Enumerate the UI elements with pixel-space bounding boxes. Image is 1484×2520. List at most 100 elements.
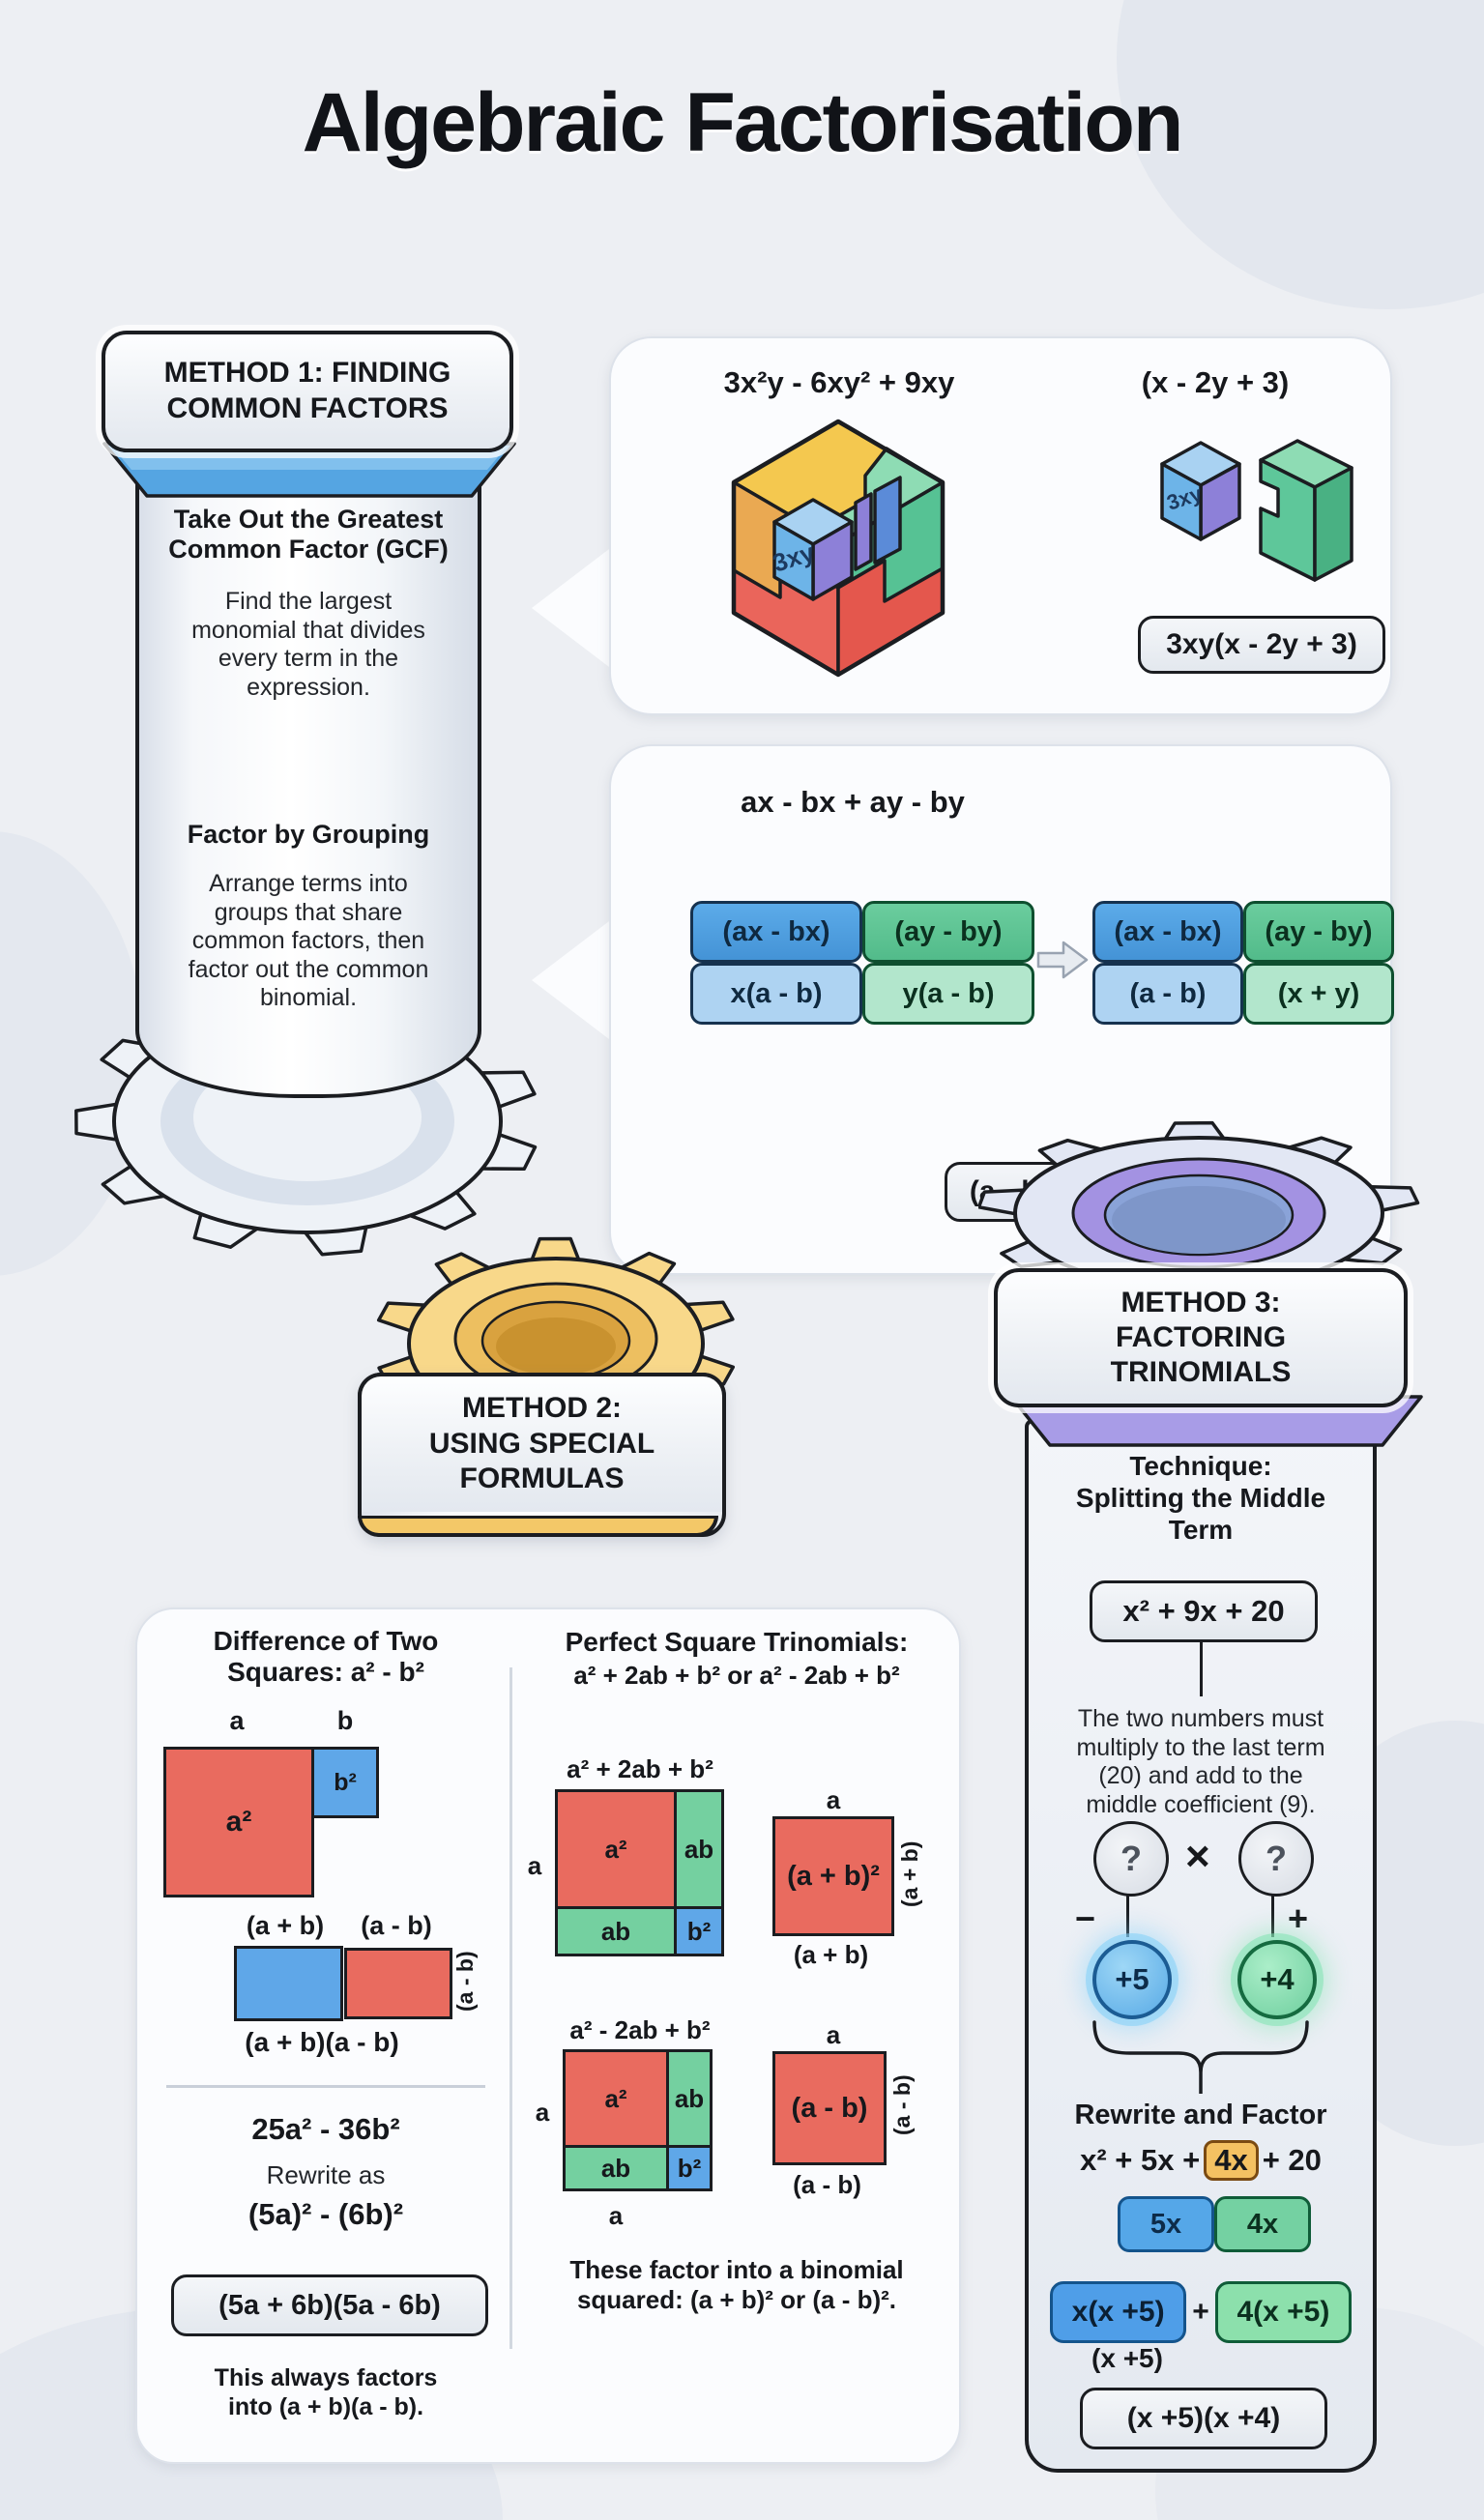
- pst-minus-bottom: (a - b): [793, 2170, 861, 2199]
- unknown-circle: ?: [1093, 1821, 1169, 1897]
- method3-result: (x +5)(x +4): [1080, 2388, 1327, 2449]
- grid-cell-ab: ab: [669, 2052, 710, 2145]
- group-box: (ay - by): [1243, 901, 1394, 963]
- pst-side-a2: a: [535, 2098, 550, 2127]
- grid-cell-ab: ab: [677, 1792, 721, 1906]
- pst-note: These factor into a binomial squared: (a…: [569, 2255, 904, 2315]
- dts-side-label: (a - b): [452, 1951, 478, 2013]
- group-box: (ax - bx): [1092, 901, 1243, 963]
- plus-between: +: [1192, 2296, 1209, 2328]
- grid-cell-ab: ab: [558, 1909, 674, 1954]
- pst-subtitle: a² + 2ab + b² or a² - 2ab + b²: [573, 1661, 900, 1690]
- method2-header: METHOD 2: USING SPECIAL FORMULAS: [358, 1373, 726, 1512]
- factor-box-blue: x(x +5): [1050, 2281, 1187, 2343]
- pst-plus-bottom: (a + b): [793, 1940, 869, 1969]
- divider: [166, 2085, 485, 2088]
- method3-header: METHOD 3: FACTORING TRINOMIALS: [994, 1268, 1408, 1407]
- rewrite-title: Rewrite and Factor: [1074, 2100, 1327, 2130]
- trinomial-expression: x² + 9x + 20: [1090, 1580, 1318, 1642]
- gcf-example-panel: 3x²y - 6xy² + 9xy (x - 2y + 3) 3xy: [609, 336, 1392, 715]
- page-title: Algebraic Factorisation: [302, 76, 1184, 169]
- group-box: (ay - by): [862, 901, 1034, 963]
- dts-note: This always factors into (a + b)(a - b).: [214, 2364, 438, 2420]
- technique-title: Technique: Splitting the Middle Term: [1075, 1451, 1326, 1546]
- rewrite-equation: x² + 5x + 4x + 20: [1029, 2140, 1373, 2181]
- group-box: y(a - b): [862, 963, 1034, 1025]
- highlighted-term: 4x: [1204, 2140, 1259, 2181]
- dts-product: (a + b)(a - b): [245, 2027, 399, 2057]
- grid-cell-a2: a²: [566, 2052, 666, 2145]
- dts-square-a2: a²: [163, 1747, 314, 1897]
- pst-plus-top: a: [826, 1785, 841, 1814]
- dts-rect-plus: [234, 1946, 343, 2021]
- number-circle-4: +4: [1237, 1940, 1317, 2019]
- gcf-subtitle: Take Out the Greatest Common Factor (GCF…: [168, 505, 449, 565]
- factor-box-green: 4(x +5): [1214, 2281, 1352, 2343]
- pst-side-a: a: [527, 1851, 542, 1880]
- dts-result: (5a + 6b)(5a - 6b): [171, 2274, 488, 2336]
- term-box-4x: 4x: [1214, 2196, 1311, 2252]
- method1-header: METHOD 1: FINDING COMMON FACTORS: [102, 331, 513, 452]
- factored-groups-row: x(x +5) + 4(x +5): [1050, 2281, 1352, 2343]
- dts-rect-minus: [344, 1948, 452, 2019]
- method2-band-gold-edge: [358, 1516, 718, 1537]
- grouping-text: Arrange terms into groups that share com…: [188, 870, 429, 1011]
- pst-bottom-a: a: [608, 2201, 624, 2230]
- dts-label-a: a: [229, 1706, 245, 1735]
- dts-label-b: b: [336, 1706, 354, 1735]
- connector-line: [1200, 1642, 1203, 1696]
- dts-rewrite-as: Rewrite as: [266, 2160, 386, 2189]
- dts-factor-plus: (a + b): [246, 1911, 325, 1940]
- method2-panel: Difference of Two Squares: a² - b² a b a…: [135, 1608, 961, 2464]
- column-divider: [509, 1667, 512, 2349]
- equation-suffix: + 20: [1262, 2143, 1322, 2177]
- dts-title: Difference of Two Squares: a² - b²: [213, 1626, 439, 1688]
- connector-line: [1126, 1895, 1129, 1937]
- grouping-expression: ax - bx + ay - by: [741, 785, 965, 819]
- puzzle-cube-icon: 3xy: [731, 419, 946, 678]
- equation-prefix: x² + 5x +: [1080, 2143, 1201, 2177]
- explanation-text: The two numbers must multiply to the las…: [1076, 1705, 1325, 1818]
- plus-sign: +: [1288, 1898, 1309, 1938]
- pst-plus-grid: a² ab ab b²: [555, 1789, 724, 1956]
- method1-body: Take Out the Greatest Common Factor (GCF…: [135, 462, 481, 1098]
- group-box: x(a - b): [690, 963, 862, 1025]
- dts-square-b2: b²: [311, 1747, 379, 1818]
- number-circle-5: +5: [1092, 1940, 1172, 2019]
- method3-body: Technique: Splitting the Middle Term x² …: [1025, 1419, 1377, 2473]
- grid-cell-ab: ab: [566, 2148, 666, 2188]
- pst-minus-right: (a - b): [889, 2074, 915, 2136]
- group-box: (x + y): [1243, 963, 1394, 1025]
- common-factor-label: (x +5): [1091, 2343, 1163, 2373]
- pst-minus-label: a² - 2ab + b²: [569, 2015, 711, 2044]
- pst-plus-right: (a + b): [897, 1840, 922, 1908]
- grid-cell-b2: b²: [669, 2148, 710, 2188]
- pst-title: Perfect Square Trinomials:: [565, 1627, 909, 1657]
- dts-factor-minus: (a - b): [361, 1911, 432, 1940]
- pst-minus-grid: a² ab ab b²: [563, 2049, 713, 2191]
- group-box: (ax - bx): [690, 901, 862, 963]
- pst-minus-top: a: [826, 2020, 841, 2049]
- gcf-text: Find the largest monomial that divides e…: [191, 588, 425, 701]
- dts-example: 25a² - 36b²: [251, 2112, 400, 2146]
- pst-plus-square: (a + b)²: [772, 1816, 894, 1936]
- panel-tail: [532, 546, 613, 670]
- grid-cell-a2: a²: [558, 1792, 674, 1906]
- gcf-expression: 3x²y - 6xy² + 9xy: [723, 365, 955, 399]
- grouping-subtitle: Factor by Grouping: [187, 820, 430, 849]
- factored-piece-icon: 3xy: [1160, 439, 1353, 582]
- minus-sign: −: [1075, 1898, 1096, 1938]
- grid-cell-b2: b²: [677, 1909, 721, 1954]
- term-box-5x: 5x: [1118, 2196, 1214, 2252]
- method2-band: METHOD 2: USING SPECIAL FORMULAS: [358, 1373, 726, 1537]
- unknown-circle: ?: [1238, 1821, 1314, 1897]
- brace-icon: [1092, 2020, 1309, 2094]
- arrow-right-icon: [1036, 941, 1089, 979]
- gcf-result: 3xy(x - 2y + 3): [1138, 616, 1385, 674]
- connector-line: [1271, 1895, 1274, 1937]
- pst-plus-label: a² + 2ab + b²: [567, 1754, 713, 1783]
- group-box: (a - b): [1092, 963, 1243, 1025]
- pst-minus-square: (a - b): [772, 2051, 887, 2165]
- times-sign: ×: [1185, 1833, 1210, 1880]
